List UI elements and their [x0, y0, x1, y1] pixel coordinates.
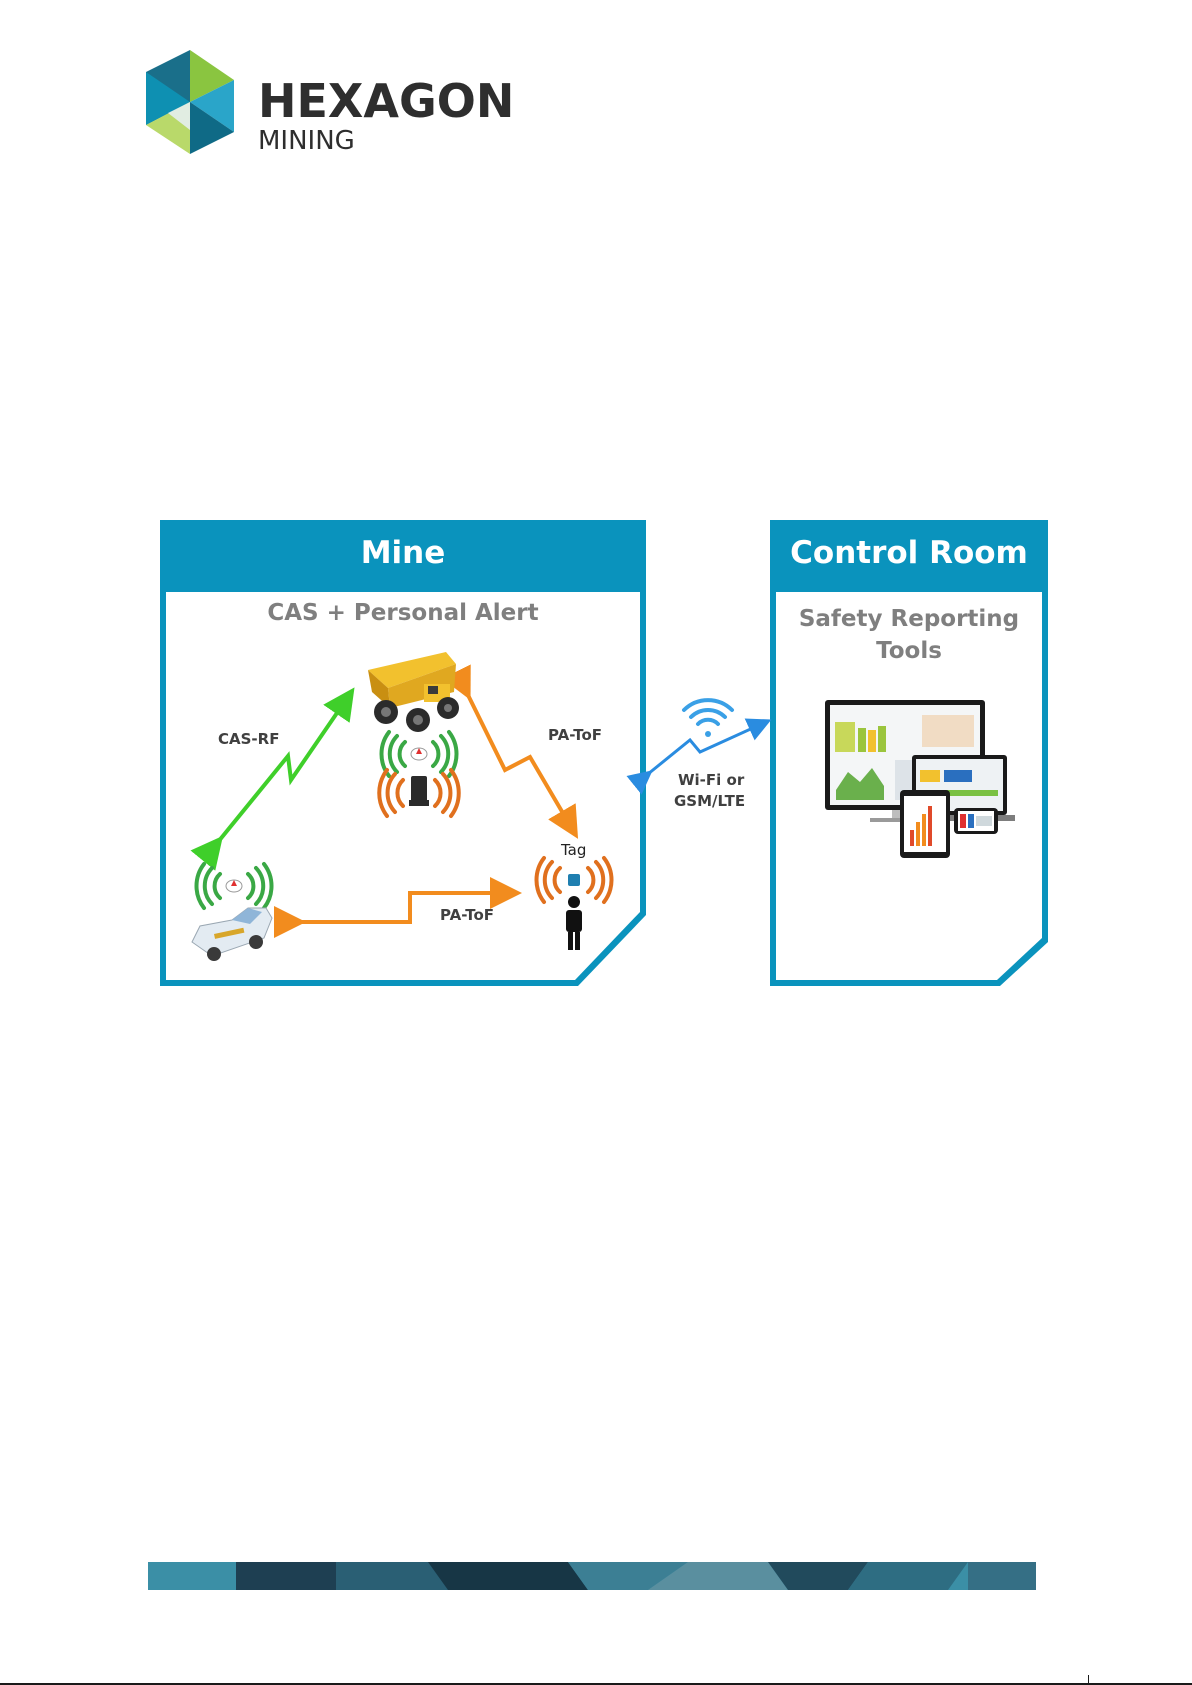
tag-label: Tag [561, 843, 586, 858]
mine-panel-subtitle: CAS + Personal Alert [166, 597, 640, 629]
control-room-subtitle-line1: Safety Reporting [776, 603, 1042, 635]
control-room-subtitle-line2: Tools [776, 635, 1042, 667]
pa-tof-right-label: PA-ToF [548, 728, 602, 743]
bottom-tick [1088, 1675, 1089, 1685]
pa-tof-bottom-label: PA-ToF [440, 908, 494, 923]
control-room-title: Control Room [770, 538, 1048, 569]
wifi-gsm-label-line2: GSM/LTE [674, 794, 745, 809]
wifi-gsm-label-line1: Wi-Fi or [678, 773, 744, 788]
cas-rf-label: CAS-RF [218, 732, 279, 747]
footer-decorative-band [148, 1562, 1036, 1590]
wifi-icon [684, 700, 732, 737]
mine-panel-title: Mine [160, 538, 646, 569]
wifi-gsm-link-arrow [648, 722, 766, 774]
